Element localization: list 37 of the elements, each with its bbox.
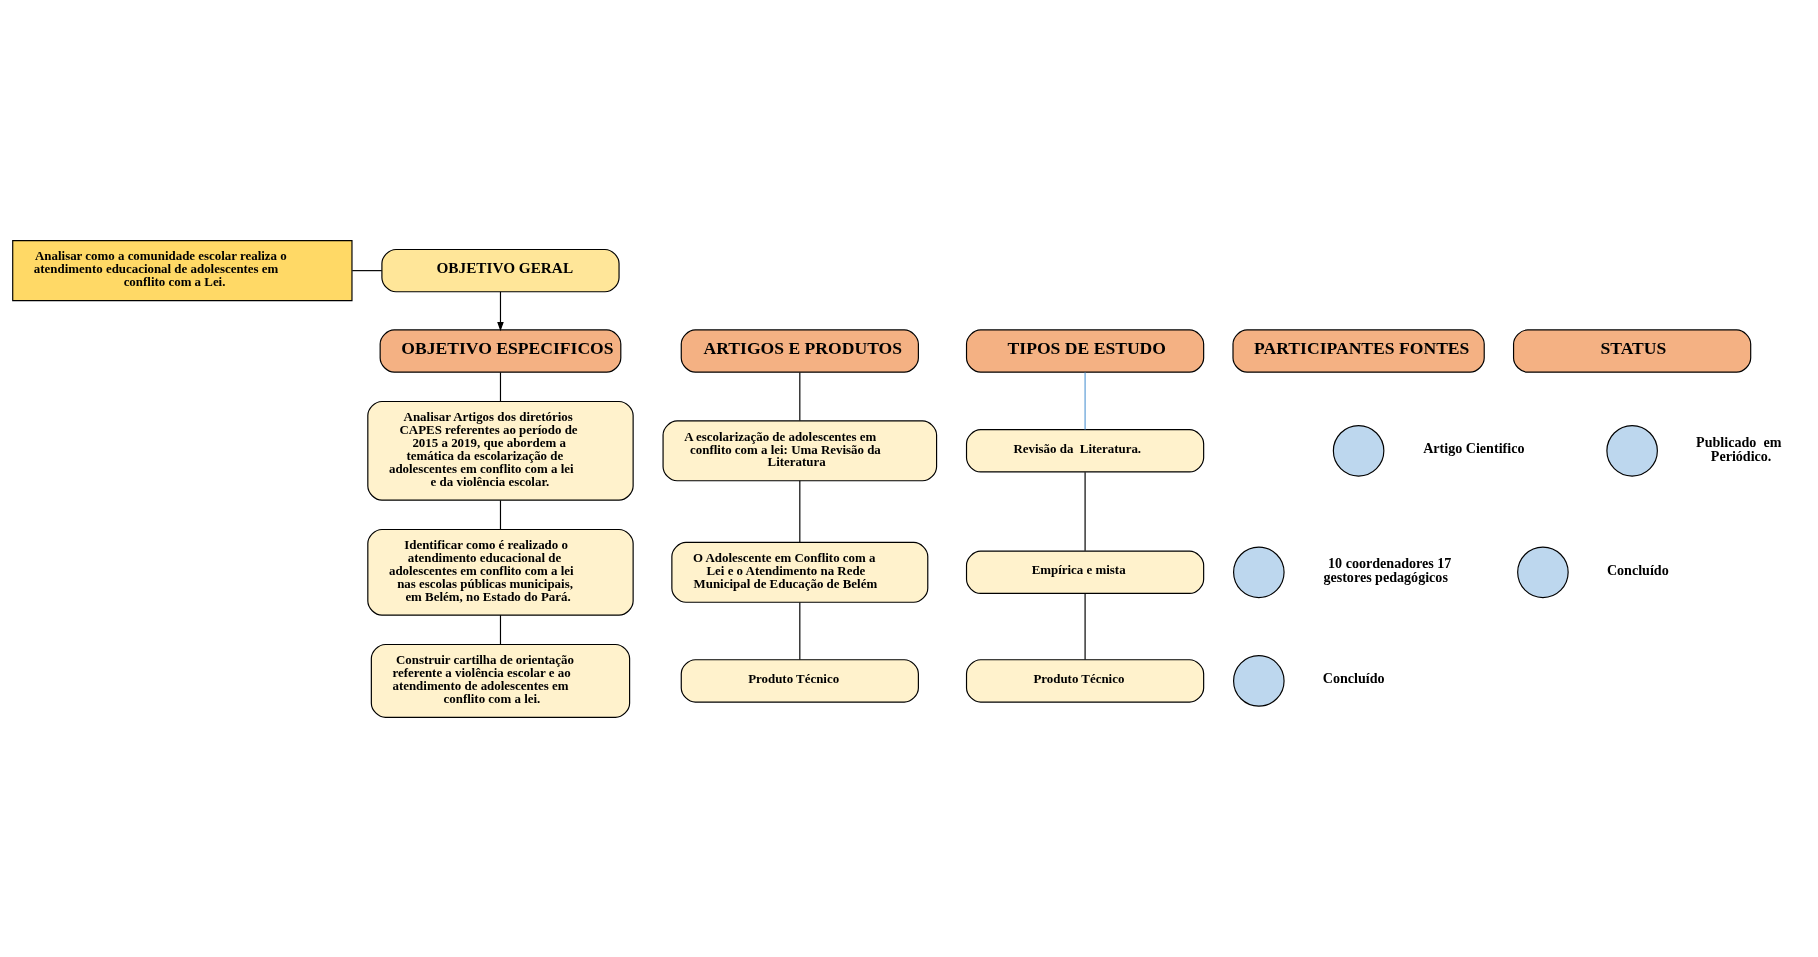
node-box: Empírica e mista [965,550,1205,594]
connector [1084,471,1086,551]
connector [1084,592,1086,660]
node-box: Produto Técnico [680,658,919,703]
node-label: 10 coordenadores 17 gestores pedagógicos [1323,554,1452,585]
node-box: OBJETIVO ESPECIFICOS [379,328,622,373]
node-label: Concluído [1322,669,1385,686]
connector [499,499,502,530]
node-box: OBJETIVO GERAL [381,248,620,292]
connector [799,479,801,543]
node-box: Revisão da Literatura. [965,428,1205,473]
node-box: ARTIGOS E PRODUTOS [680,328,919,373]
node-circle [1233,546,1285,598]
node-box: Analisar como a comunidade escolar realiza o atendimento educacional de adolescentes em conflito com a Lei. [12,239,353,301]
node-box: Construir cartilha de orientação referente a violência escolar e ao atendimento de adolescentes em conflito com a lei. [370,643,631,718]
node-circle [1233,654,1285,707]
node-box: Identificar como é realizado o atendimento educacional de adolescentes em conflito com a lei nas escolas públicas municipais, em Belém, no Estado do Pará. [367,528,634,616]
connector [351,269,383,271]
connector [799,601,801,660]
node-box: Analisar Artigos dos diretórios CAPES referentes ao período de 2015 a 2019, que abordem a temática da escolarização de adolescentes em conflito com a lei e da violência escolar. [367,400,634,501]
node-box: STATUS [1513,328,1752,373]
connector [499,614,502,645]
node-circle [1332,424,1385,477]
node-label: Concluído [1606,561,1669,578]
node-box: TIPOS DE ESTUDO [965,328,1205,373]
node-box: PARTICIPANTES FONTES [1232,328,1485,373]
node-box: A escolarização de adolescentes em conflito com a lei: Uma Revisão da Literatura [662,419,938,481]
node-circle [1606,424,1658,477]
connector [499,371,502,402]
connector [799,371,801,421]
connector [1084,371,1086,430]
arrow [497,290,504,331]
node-box: Produto Técnico [965,658,1205,703]
node-label: Publicado em Periódico. [1696,433,1782,464]
node-box: O Adolescente em Conflito com a Lei e o Atendimento na Rede Municipal de Educação de Belém [671,541,929,603]
node-label: Artigo Cientifico [1423,439,1525,456]
node-circle [1517,546,1569,598]
